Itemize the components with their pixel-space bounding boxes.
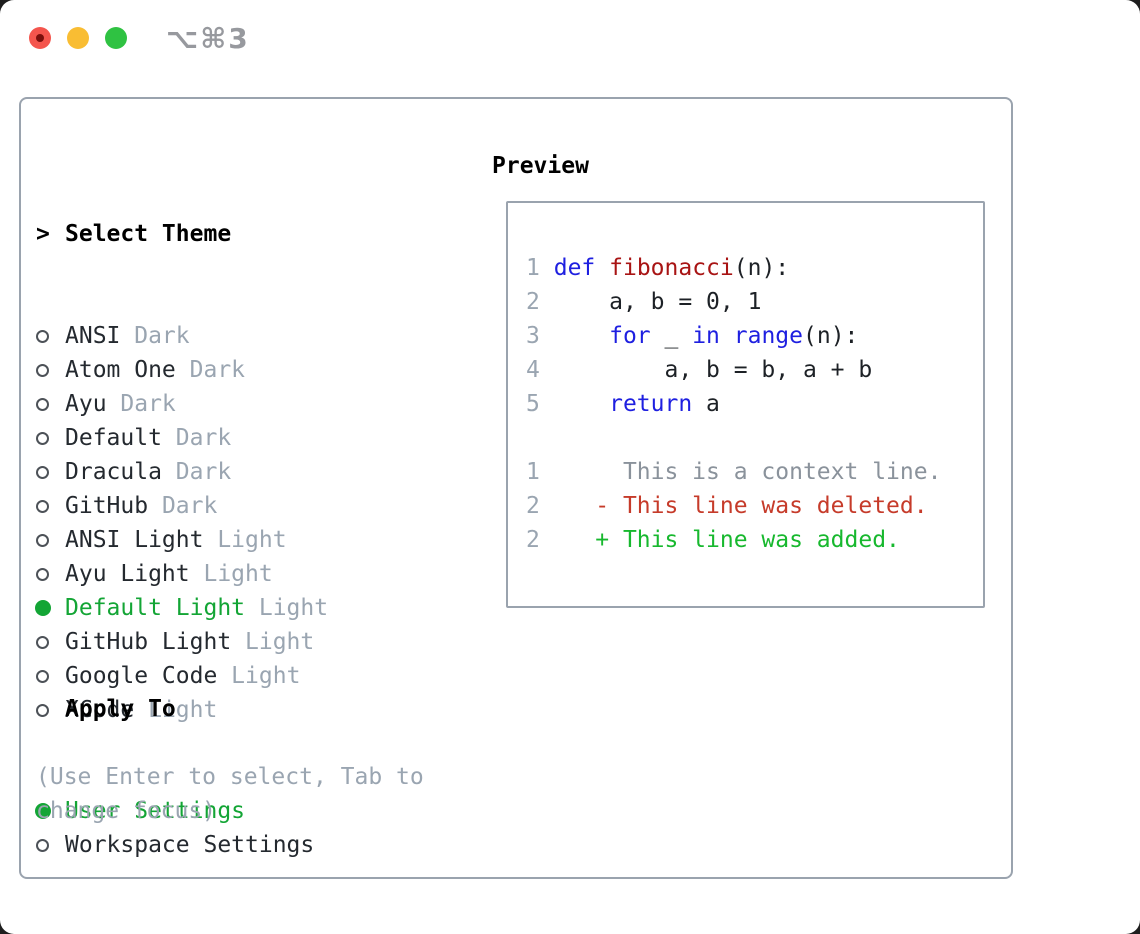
theme-row[interactable]: Atom One Dark xyxy=(36,353,328,387)
theme-variant: Dark xyxy=(106,391,176,417)
line-number: 2 xyxy=(526,289,540,315)
code-line: 1 def fibonacci(n): xyxy=(526,255,790,281)
code-line: 1 This is a context line. xyxy=(526,459,942,485)
radio-icon xyxy=(36,397,49,411)
theme-row[interactable]: Default Dark xyxy=(36,421,328,455)
help-text: (Use Enter to select, Tab to change focu… xyxy=(36,764,424,824)
theme-name: XCode xyxy=(65,697,135,723)
code-line: 5 return a xyxy=(526,391,720,417)
theme-name: Default Light xyxy=(65,595,246,621)
code-line: 2 + This line was added. xyxy=(526,527,900,553)
code-line: 4 a, b = b, a + b xyxy=(526,357,873,383)
radio-icon xyxy=(36,363,49,377)
line-number: 5 xyxy=(526,391,540,417)
radio-icon xyxy=(36,703,49,717)
theme-row[interactable]: Ayu Dark xyxy=(36,387,328,421)
theme-variant: Dark xyxy=(161,459,232,485)
theme-name: Dracula xyxy=(65,459,162,485)
apply-option[interactable]: Workspace Settings xyxy=(36,828,314,862)
line-number: 1 xyxy=(526,255,540,281)
radio-icon xyxy=(36,635,49,649)
radio-icon xyxy=(36,329,49,343)
theme-row[interactable]: ANSI Light Light xyxy=(36,523,328,557)
radio-icon xyxy=(36,838,49,852)
theme-row[interactable]: Dracula Dark xyxy=(36,455,328,489)
theme-name: ANSI Light xyxy=(65,527,204,553)
theme-row[interactable]: Default Light Light xyxy=(35,591,329,625)
apply-option-label: Workspace Settings xyxy=(65,832,315,858)
radio-icon xyxy=(36,465,49,479)
zoom-button[interactable] xyxy=(105,27,127,49)
theme-name: Ayu xyxy=(65,391,107,417)
preview-box: 1 def fibonacci(n): 2 a, b = 0, 1 3 for _ … xyxy=(506,201,985,608)
theme-row[interactable]: XCode Light xyxy=(36,693,328,727)
theme-name: GitHub xyxy=(65,493,149,519)
theme-variant: Dark xyxy=(120,323,190,349)
line-number: 3 xyxy=(526,323,540,349)
theme-variant: Light xyxy=(217,663,301,689)
theme-name: ANSI xyxy=(65,323,121,349)
code-line: 2 a, b = 0, 1 xyxy=(526,289,762,315)
preview-heading: Preview xyxy=(492,153,589,179)
theme-name: Google Code xyxy=(65,663,218,689)
close-button[interactable] xyxy=(29,27,51,49)
unsaved-dot-icon xyxy=(36,34,44,42)
code-line: 3 for _ in range(n): xyxy=(526,323,859,349)
apply-option[interactable]: User Settings xyxy=(35,794,314,828)
theme-variant: Light xyxy=(231,629,315,655)
radio-icon xyxy=(36,533,49,547)
cursor-icon: > xyxy=(36,221,50,247)
theme-list-heading: Select Theme xyxy=(65,221,232,247)
theme-row[interactable]: GitHub Light Light xyxy=(36,625,328,659)
apply-to-heading: Apply To xyxy=(65,696,176,722)
theme-variant: Dark xyxy=(161,425,232,451)
theme-row[interactable]: Ayu Light Light xyxy=(36,557,328,591)
line-number: 1 xyxy=(526,459,540,485)
radio-icon xyxy=(36,567,49,581)
radio-icon xyxy=(36,669,49,683)
theme-variant: Light xyxy=(203,527,287,553)
line-number: 2 xyxy=(526,527,540,553)
line-number: 2 xyxy=(526,493,540,519)
theme-variant: Light xyxy=(189,561,273,587)
apply-to-heading-row: Apply To xyxy=(36,692,314,726)
titlebar xyxy=(29,27,127,49)
apply-option-label: User Settings xyxy=(65,798,246,824)
theme-name: Default xyxy=(65,425,162,451)
radio-selected-icon xyxy=(35,600,51,616)
theme-name: Atom One xyxy=(65,357,176,383)
theme-row[interactable]: Google Code Light xyxy=(36,659,328,693)
theme-variant: Dark xyxy=(175,357,246,383)
theme-list-heading-row: > Select Theme xyxy=(36,217,328,251)
theme-name: Ayu Light xyxy=(65,561,190,587)
radio-icon xyxy=(36,431,49,445)
theme-variant: Light xyxy=(245,595,329,621)
window-shortcut-label: ⌥⌘3 xyxy=(166,22,250,55)
theme-name: GitHub Light xyxy=(65,629,232,655)
theme-variant: Dark xyxy=(148,493,218,519)
line-number: 4 xyxy=(526,357,540,383)
radio-selected-icon xyxy=(35,803,51,819)
theme-row[interactable]: GitHub Dark xyxy=(36,489,328,523)
minimize-button[interactable] xyxy=(67,27,89,49)
code-line: 2 - This line was deleted. xyxy=(526,493,928,519)
radio-icon xyxy=(36,499,49,513)
theme-row[interactable]: ANSI Dark xyxy=(36,319,328,353)
theme-variant: Light xyxy=(134,697,218,723)
code-line xyxy=(526,421,983,455)
